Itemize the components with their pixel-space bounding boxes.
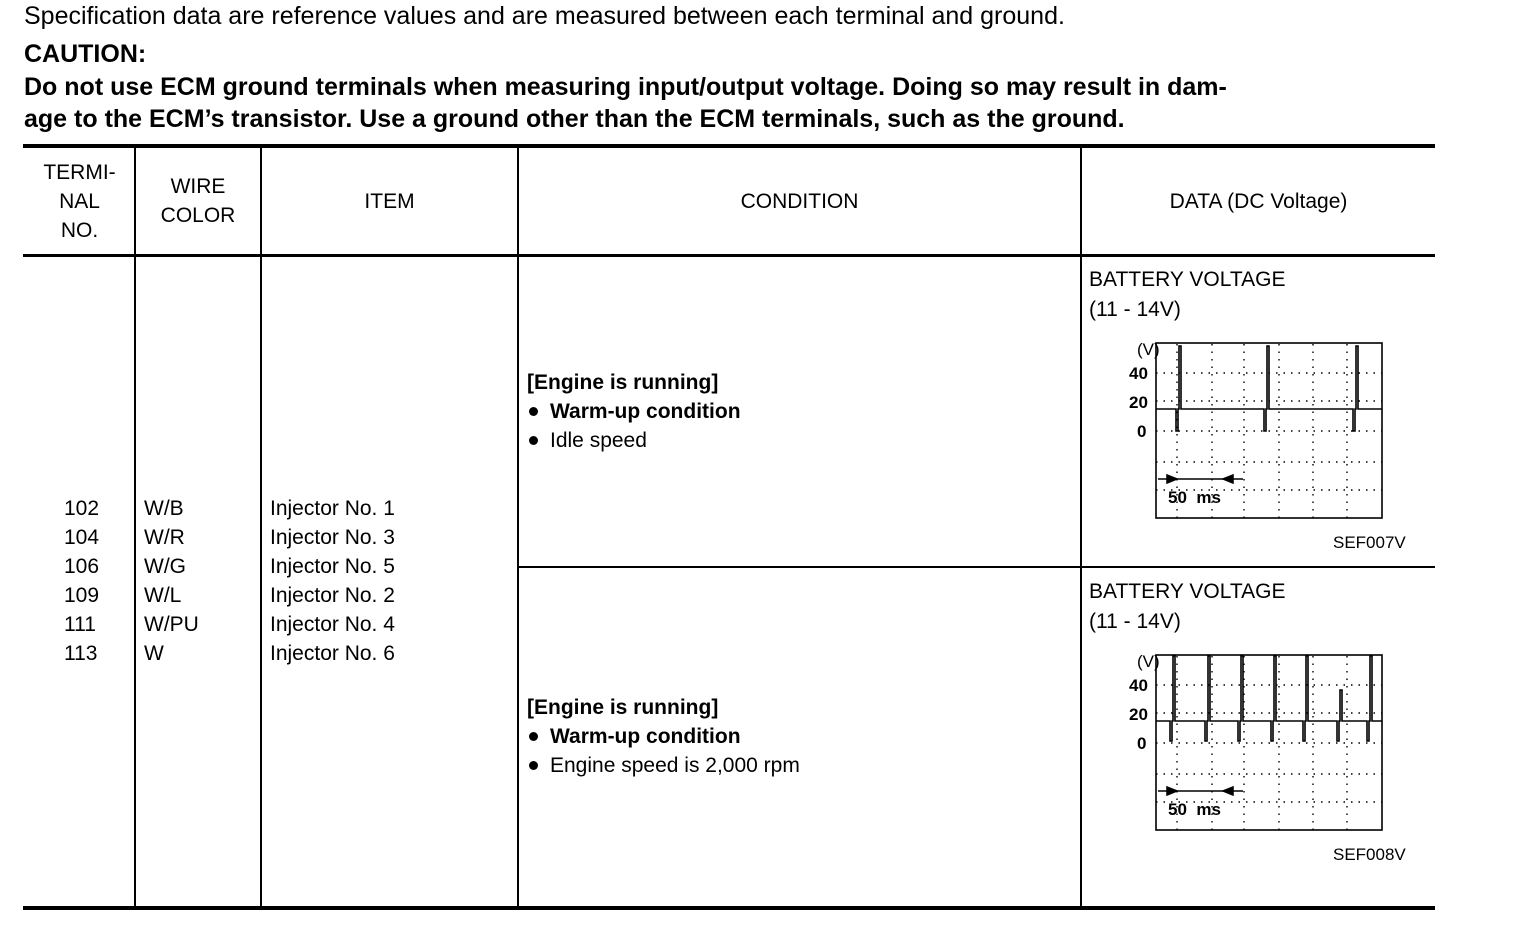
item-name: Injector No. 1: [270, 497, 395, 520]
data-line-1: BATTERY VOLTAGE: [1089, 268, 1286, 291]
condition-bullet: Engine speed is 2,000 rpm: [527, 751, 800, 780]
scope-unit-label: (V): [1137, 652, 1160, 671]
waveform-trace: [1156, 655, 1382, 742]
condition-title: [Engine is running]: [527, 696, 719, 719]
header-terminal-line-1: TERMI-: [43, 160, 116, 184]
item-name: Injector No. 4: [270, 613, 395, 636]
bullet-dot-icon: [529, 761, 538, 770]
data-line-1: BATTERY VOLTAGE: [1089, 580, 1286, 603]
condition-bullet: Warm-up condition: [527, 722, 800, 751]
scope-y20-label: 20: [1129, 705, 1148, 724]
intro-text: Specification data are reference values …: [24, 2, 1065, 30]
header-item: ITEM: [364, 189, 415, 213]
scope-y40-label: 40: [1129, 676, 1148, 695]
wire-color-list: W/B W/R W/G W/L W/PU W: [144, 494, 199, 668]
scope-frame: [1155, 342, 1383, 519]
terminal-no: 113: [64, 642, 98, 665]
header-terminal-line-3: NO.: [60, 218, 99, 242]
condition-title: [Engine is running]: [527, 371, 719, 394]
time-scale-arrow: [1158, 785, 1243, 797]
condition-bullet-text: Warm-up condition: [550, 725, 741, 748]
wire-color: W/B: [144, 497, 184, 520]
table-bottom-rule: [23, 906, 1435, 910]
scope-grid: [1156, 656, 1382, 830]
column-divider-4: [1080, 146, 1082, 908]
condition-bullet-text: Idle speed: [550, 429, 647, 452]
item-name: Injector No. 6: [270, 642, 395, 665]
wire-color: W: [144, 642, 164, 665]
wire-color: W/L: [144, 584, 182, 607]
item-list: Injector No. 1 Injector No. 3 Injector N…: [270, 494, 395, 668]
header-wire-line-2: COLOR: [160, 204, 236, 227]
scope-frame: [1155, 654, 1383, 831]
waveform-trace: [1156, 345, 1382, 432]
header-terminal-no: TERMI- NAL NO.: [25, 148, 134, 254]
scope-y40-label: 40: [1129, 364, 1148, 383]
item-name: Injector No. 3: [270, 526, 395, 549]
column-divider-1: [134, 146, 136, 908]
caution-line-2: age to the ECM’s transistor. Use a groun…: [24, 105, 1125, 133]
header-condition: CONDITION: [740, 189, 859, 213]
condition-row-1: [Engine is running] Warm-up condition Id…: [527, 368, 741, 455]
header-data: DATA (DC Voltage): [1169, 189, 1348, 213]
scope-y0-label: 0: [1137, 422, 1146, 441]
row-divider: [518, 566, 1435, 568]
terminal-no: 109: [64, 584, 100, 607]
terminal-list: 102 104 106 109 111 113: [64, 494, 99, 668]
oscilloscope-waveform-idle: (V) 40 20 0 50 ms: [1129, 340, 1383, 519]
wire-color: W/G: [144, 555, 186, 578]
scope-time-label: 50 ms: [1168, 488, 1221, 507]
data-line-2: (11 - 14V): [1089, 298, 1181, 321]
terminal-no: 102: [64, 497, 100, 520]
item-name: Injector No. 2: [270, 584, 395, 607]
figure-reference: SEF008V: [1333, 845, 1406, 864]
condition-bullet: Warm-up condition: [527, 397, 741, 426]
wire-color: W/PU: [144, 613, 199, 636]
terminal-no: 106: [64, 555, 100, 578]
condition-bullet-text: Warm-up condition: [550, 400, 741, 423]
terminal-no: 104: [64, 526, 100, 549]
column-divider-2: [260, 146, 262, 908]
data-row-2: BATTERY VOLTAGE (11 - 14V): [1089, 577, 1285, 637]
condition-row-2: [Engine is running] Warm-up condition En…: [527, 693, 800, 780]
terminal-no: 111: [64, 613, 96, 636]
time-scale-arrow: [1158, 473, 1243, 485]
caution-line-1: Do not use ECM ground terminals when mea…: [24, 73, 1227, 101]
bullet-dot-icon: [529, 732, 538, 741]
table-top-rule: [23, 144, 1435, 148]
figure-reference: SEF007V: [1333, 533, 1406, 552]
wire-color: W/R: [144, 526, 185, 549]
scope-unit-label: (V): [1137, 340, 1160, 359]
data-line-2: (11 - 14V): [1089, 610, 1181, 633]
bullet-dot-icon: [529, 436, 538, 445]
scope-time-label: 50 ms: [1168, 800, 1221, 819]
header-bottom-rule: [23, 254, 1435, 257]
header-wire-color: WIRE COLOR: [136, 148, 260, 254]
caution-heading: CAUTION:: [24, 40, 147, 68]
scope-y20-label: 20: [1129, 393, 1148, 412]
header-wire-line-1: WIRE: [170, 175, 226, 198]
header-terminal-line-2: NAL: [59, 189, 100, 213]
condition-bullet-text: Engine speed is 2,000 rpm: [550, 754, 800, 777]
column-divider-3: [517, 146, 519, 908]
caution-text: Do not use ECM ground terminals when mea…: [24, 71, 1444, 135]
item-name: Injector No. 5: [270, 555, 395, 578]
condition-bullet: Idle speed: [527, 426, 741, 455]
oscilloscope-waveform-2000rpm: (V) 40 20 0 50 ms: [1129, 652, 1383, 831]
scope-y0-label: 0: [1137, 734, 1146, 753]
bullet-dot-icon: [529, 407, 538, 416]
data-row-1: BATTERY VOLTAGE (11 - 14V): [1089, 265, 1285, 325]
